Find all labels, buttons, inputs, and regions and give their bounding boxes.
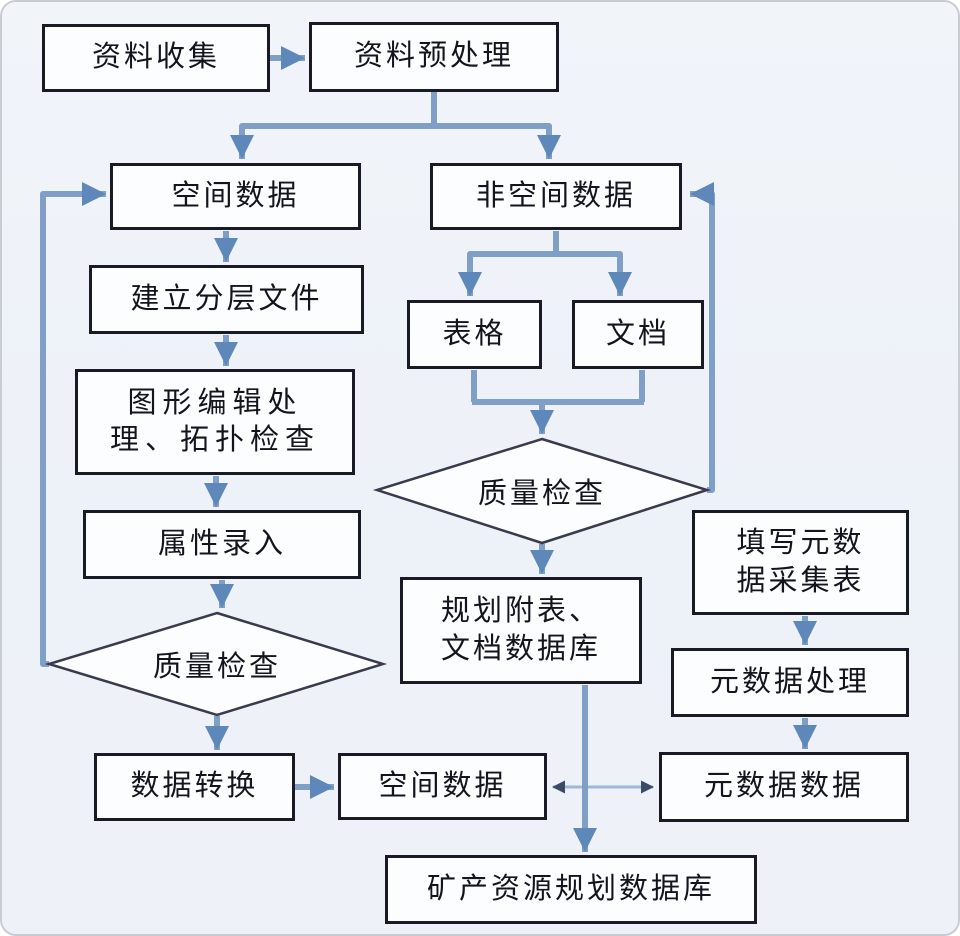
node-create-layer-files: 建立分层文件 bbox=[89, 265, 364, 334]
diamond-quality-check-mid bbox=[372, 437, 712, 545]
node-spatial-data-bottom: 空间数据 bbox=[338, 753, 547, 820]
label-quality-check-left: 质量检查 bbox=[152, 651, 282, 683]
node-metadata-data: 元数据数据 bbox=[659, 752, 909, 822]
node-document: 文档 bbox=[572, 300, 704, 369]
node-plan-tables-document-db: 规划附表、 文档数据库 bbox=[400, 577, 642, 684]
node-nonspatial-data: 非空间数据 bbox=[430, 163, 682, 230]
node-fill-metadata-form: 填写元数 据采集表 bbox=[692, 510, 909, 615]
node-attribute-entry: 属性录入 bbox=[83, 510, 361, 579]
node-mineral-resources-planning-db: 矿产资源规划数据库 bbox=[385, 855, 757, 924]
node-data-collection: 资料收集 bbox=[42, 24, 270, 92]
node-spatial-data-top: 空间数据 bbox=[110, 163, 361, 230]
node-metadata-processing: 元数据处理 bbox=[671, 648, 909, 717]
node-data-conversion: 数据转换 bbox=[94, 753, 295, 821]
node-graphic-edit-topology-check: 图形编辑处 理、拓扑检查 bbox=[75, 369, 355, 475]
node-data-preprocessing: 资料预处理 bbox=[309, 22, 559, 92]
diamond-quality-check-left bbox=[44, 611, 388, 717]
node-table: 表格 bbox=[407, 300, 542, 369]
label-quality-check-mid: 质量检查 bbox=[477, 478, 607, 510]
